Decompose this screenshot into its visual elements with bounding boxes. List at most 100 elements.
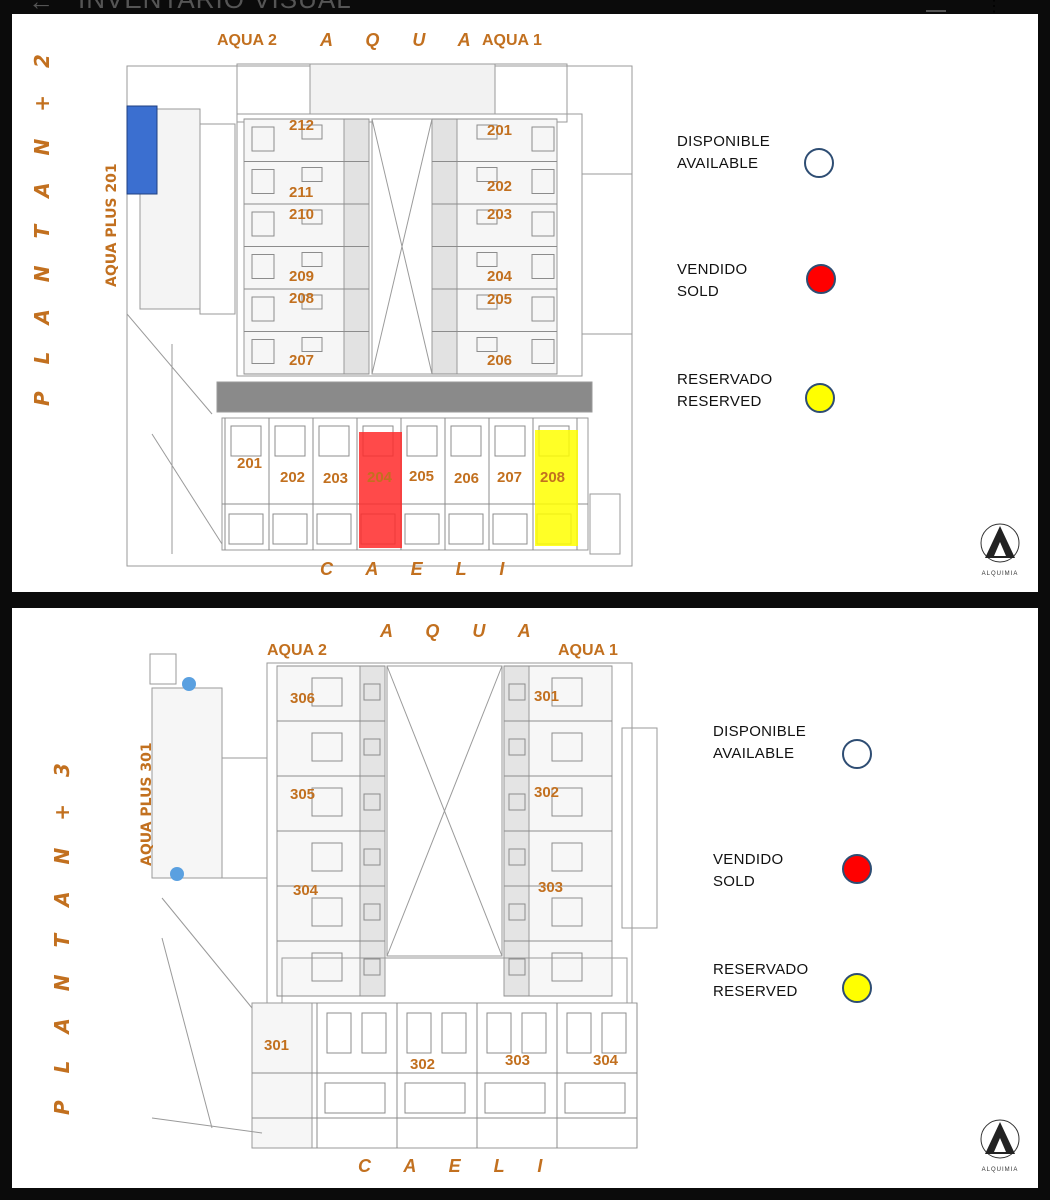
legend-sold: VENDIDO SOLD: [713, 849, 783, 893]
room-outline: [551, 897, 583, 927]
legend-sold: VENDIDO SOLD: [677, 259, 747, 303]
room-outline: [551, 787, 583, 817]
unit-label[interactable]: 306: [290, 690, 316, 707]
list-icon[interactable]: [926, 0, 946, 12]
room-outline: [363, 848, 381, 866]
unit-grid: [252, 665, 638, 1148]
room-outline: [361, 1012, 387, 1054]
room-outline: [508, 958, 526, 976]
room-outline: [326, 1012, 352, 1054]
unit-label[interactable]: 303: [505, 1052, 531, 1069]
unit-label[interactable]: 201: [237, 455, 263, 472]
aqua-plus-highlight[interactable]: [126, 105, 158, 195]
unit-label[interactable]: 205: [409, 468, 435, 485]
aqua-plus-label: AQUA PLUS 301: [139, 742, 155, 866]
unit-label[interactable]: 211: [289, 184, 314, 201]
room-outline: [363, 683, 381, 701]
room-outline: [251, 339, 275, 364]
unit-label[interactable]: 206: [454, 470, 480, 487]
floor-plan-n3: [149, 653, 658, 1149]
room-outline: [508, 683, 526, 701]
unit-label[interactable]: 203: [323, 470, 349, 487]
room-outline: [476, 252, 498, 267]
floor-label: P L A N T A N + 3: [50, 753, 74, 1115]
room-outline: [566, 1012, 592, 1054]
room-outline: [531, 211, 555, 237]
logo-mark-icon: [980, 523, 1020, 563]
unit-label[interactable]: 202: [487, 178, 513, 195]
sold-swatch: [842, 854, 872, 884]
unit-204-sold-highlight[interactable]: [359, 432, 402, 548]
wing-left-label: AQUA 2: [267, 642, 327, 659]
unit-label[interactable]: 304: [293, 882, 319, 899]
room-outline: [363, 958, 381, 976]
unit-208-reserved-highlight[interactable]: [535, 430, 578, 546]
unit-label[interactable]: 305: [290, 786, 316, 803]
unit-label[interactable]: 205: [487, 291, 513, 308]
room-outline: [406, 425, 438, 457]
unit-label[interactable]: 301: [264, 1037, 290, 1054]
available-swatch: [804, 148, 834, 178]
room-outline: [251, 126, 275, 152]
unit-label[interactable]: 201: [487, 122, 513, 139]
unit-label[interactable]: 208: [540, 469, 566, 486]
unit-label[interactable]: 302: [410, 1056, 436, 1073]
unit-label[interactable]: 212: [289, 117, 315, 134]
room-outline: [551, 952, 583, 982]
legend-reserved-en: RESERVED: [677, 393, 762, 410]
unit-label[interactable]: 302: [534, 784, 560, 801]
room-outline: [601, 1012, 627, 1054]
room-outline: [531, 169, 555, 194]
unit-label[interactable]: 207: [497, 469, 523, 486]
unit-label[interactable]: 209: [289, 268, 315, 285]
legend-available-es: DISPONIBLE: [713, 723, 807, 740]
room-outline: [251, 211, 275, 237]
room-outline: [311, 787, 343, 817]
legend-reserved-es: RESERVADO: [713, 961, 809, 978]
room-outline: [230, 425, 262, 457]
unit-label[interactable]: 204: [367, 469, 393, 486]
legend-available-en: AVAILABLE: [713, 745, 795, 762]
room-outline: [531, 254, 555, 279]
top-label: A Q U A: [320, 30, 485, 50]
app-title: INVENTARIO VISUAL: [78, 0, 352, 12]
room-outline: [324, 1082, 386, 1114]
floor-plan-card-n2: P L A N T A N + 2 AQUA PLUS 201 AQUA 2 A…: [12, 14, 1038, 592]
available-swatch: [842, 739, 872, 769]
unit-label[interactable]: 208: [289, 290, 315, 307]
alquimia-logo: ALQUIMIA: [975, 1118, 1025, 1176]
unit-label[interactable]: 303: [538, 879, 564, 896]
room-outline: [508, 793, 526, 811]
unit-label[interactable]: 203: [487, 206, 513, 223]
room-outline: [448, 513, 484, 545]
reserved-swatch: [805, 383, 835, 413]
unit-label[interactable]: 210: [289, 206, 315, 223]
room-outline: [492, 513, 528, 545]
room-outline: [450, 425, 482, 457]
unit-label[interactable]: 206: [487, 352, 513, 369]
unit-label[interactable]: 301: [534, 688, 560, 705]
room-outline: [441, 1012, 467, 1054]
room-outline: [476, 167, 498, 182]
bottom-label: C A E L I: [320, 559, 519, 579]
more-icon[interactable]: ⋮: [986, 0, 1002, 14]
logo-text: ALQUIMIA: [981, 1167, 1019, 1173]
unit-label[interactable]: 207: [289, 352, 315, 369]
legend-sold-es: VENDIDO: [677, 261, 748, 278]
legend-available: DISPONIBLE AVAILABLE: [713, 721, 806, 765]
floor-label: P L A N T A N + 2: [30, 44, 54, 406]
room-outline: [531, 296, 555, 322]
room-outline: [311, 897, 343, 927]
room-outline: [311, 842, 343, 872]
unit-label[interactable]: 202: [280, 469, 306, 486]
room-outline: [251, 254, 275, 279]
room-outline: [476, 294, 498, 310]
room-outline: [531, 339, 555, 364]
back-arrow-icon[interactable]: ←: [28, 0, 54, 14]
room-outline: [251, 296, 275, 322]
unit-label[interactable]: 304: [593, 1052, 619, 1069]
unit-label[interactable]: 204: [487, 268, 513, 285]
room-outline: [228, 513, 264, 545]
legend-reserved-en: RESERVED: [713, 983, 798, 1000]
room-outline: [251, 169, 275, 194]
